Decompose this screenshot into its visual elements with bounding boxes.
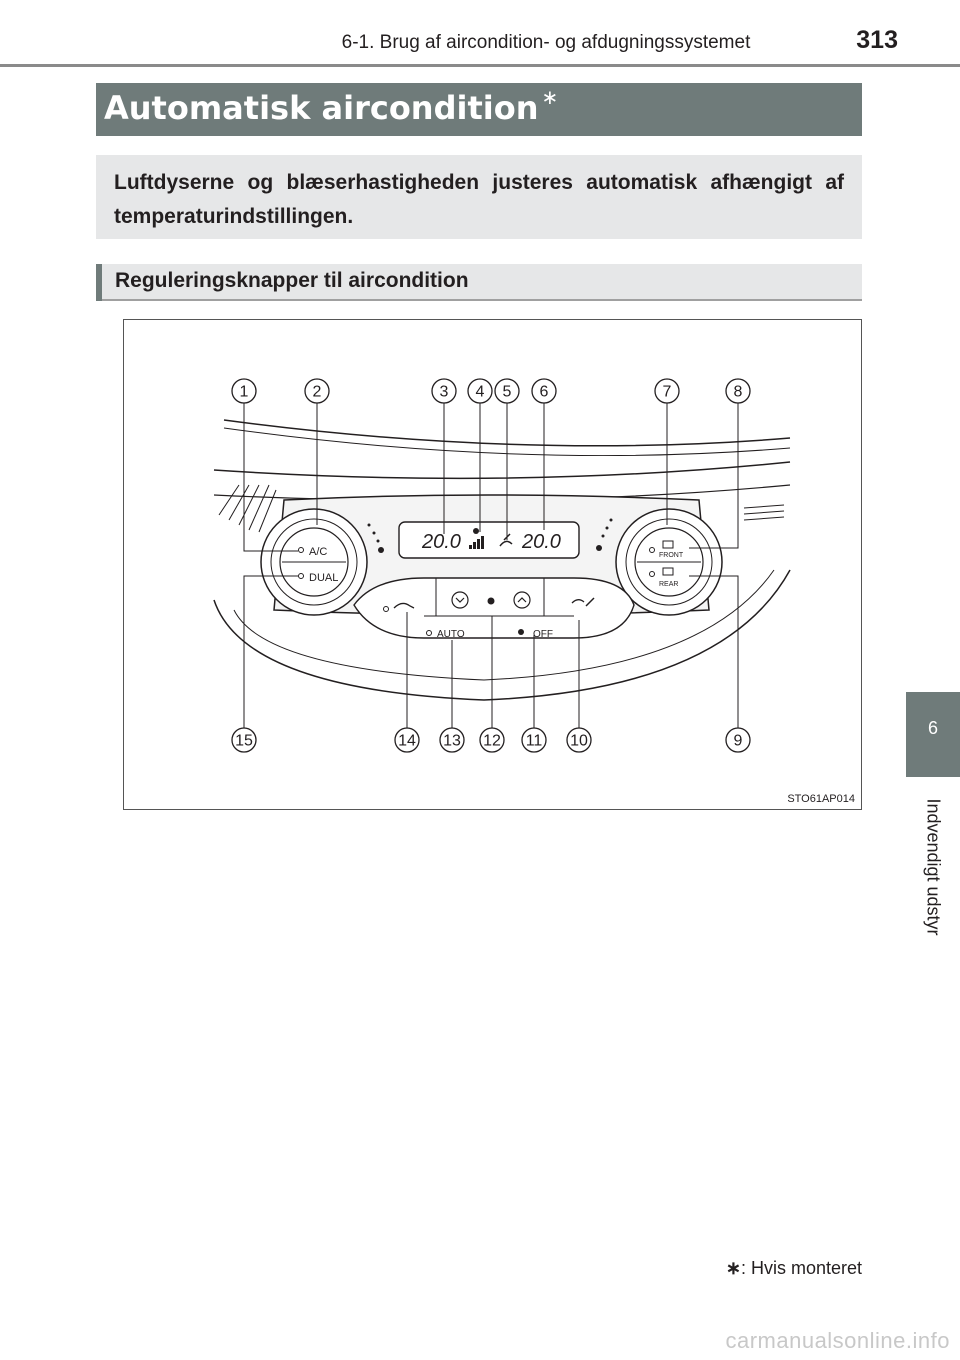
callout-4: 4 xyxy=(467,378,493,404)
callout-11: 11 xyxy=(521,727,547,753)
fan-speed-icon xyxy=(469,528,484,549)
callout-3: 3 xyxy=(431,378,457,404)
callout-10: 10 xyxy=(566,727,592,753)
display-left-temp: 20.0 xyxy=(421,531,461,553)
subsection-title: Reguleringsknapper til aircondition xyxy=(115,269,469,292)
callout-2: 2 xyxy=(304,378,330,404)
svg-text:11: 11 xyxy=(526,733,543,750)
intro-box: Luftdyserne og blæserhastigheden justere… xyxy=(96,155,862,239)
callout-5: 5 xyxy=(494,378,520,404)
chapter-tab[interactable]: 6 xyxy=(906,692,960,777)
svg-text:1: 1 xyxy=(240,384,249,401)
callout-14: 14 xyxy=(394,727,420,753)
header-divider xyxy=(0,64,960,67)
callout-9: 9 xyxy=(725,727,751,753)
page-number: 313 xyxy=(856,26,898,54)
callout-7: 7 xyxy=(654,378,680,404)
climate-panel-illustration: 20.0 20.0 A/C DUAL xyxy=(213,378,791,753)
callout-12: 12 xyxy=(479,727,505,753)
svg-text:14: 14 xyxy=(398,733,416,750)
subsection-accent xyxy=(96,264,102,301)
svg-text:4: 4 xyxy=(476,384,485,401)
svg-text:FRONT: FRONT xyxy=(659,552,684,559)
callout-13: 13 xyxy=(439,727,465,753)
svg-text:8: 8 xyxy=(734,384,743,401)
chapter-title: 6-1. Brug af aircondition- og afdugnings… xyxy=(341,32,751,53)
svg-text:10: 10 xyxy=(570,733,588,750)
display-right-temp: 20.0 xyxy=(521,531,561,553)
section-title-text: Automatisk aircondition xyxy=(104,89,539,127)
callout-8: 8 xyxy=(725,378,751,404)
svg-text:AUTO: AUTO xyxy=(437,629,465,640)
svg-text:7: 7 xyxy=(663,384,672,401)
svg-text:6: 6 xyxy=(540,384,549,401)
svg-text:12: 12 xyxy=(483,733,501,750)
footnote-text: : Hvis monteret xyxy=(740,1258,862,1278)
climate-control-figure: 20.0 20.0 A/C DUAL xyxy=(123,319,862,810)
right-temp-knob: FRONT REAR xyxy=(615,508,723,616)
svg-text:OFF: OFF xyxy=(533,629,553,640)
svg-text:DUAL: DUAL xyxy=(309,572,338,584)
figure-code: STO61AP014 xyxy=(787,793,855,805)
svg-text:REAR: REAR xyxy=(659,581,678,588)
section-title: Automatisk aircondition∗ xyxy=(104,85,558,127)
svg-text:15: 15 xyxy=(235,733,253,750)
asterisk-icon: ∗ xyxy=(725,1258,741,1278)
asterisk-icon: ∗ xyxy=(541,85,559,109)
svg-text:13: 13 xyxy=(443,733,461,750)
watermark: carmanualsonline.info xyxy=(725,1328,950,1353)
left-temp-knob: A/C DUAL xyxy=(260,508,368,616)
svg-text:A/C: A/C xyxy=(309,546,327,558)
section-heading-bar: Automatisk aircondition∗ xyxy=(96,83,862,136)
svg-text:5: 5 xyxy=(503,384,512,401)
subsection-heading-bar: Reguleringsknapper til aircondition xyxy=(96,264,862,301)
callout-1: 1 xyxy=(231,378,257,404)
callout-15: 15 xyxy=(231,727,257,753)
svg-text:9: 9 xyxy=(734,733,743,750)
footnote: ∗: Hvis monteret xyxy=(680,1258,862,1279)
svg-text:3: 3 xyxy=(440,384,449,401)
chapter-tab-label: Indvendigt udstyr xyxy=(923,798,944,936)
svg-text:2: 2 xyxy=(313,384,322,401)
callout-6: 6 xyxy=(531,378,557,404)
intro-text: Luftdyserne og blæserhastigheden justere… xyxy=(114,171,844,228)
chapter-tab-number: 6 xyxy=(927,718,938,738)
